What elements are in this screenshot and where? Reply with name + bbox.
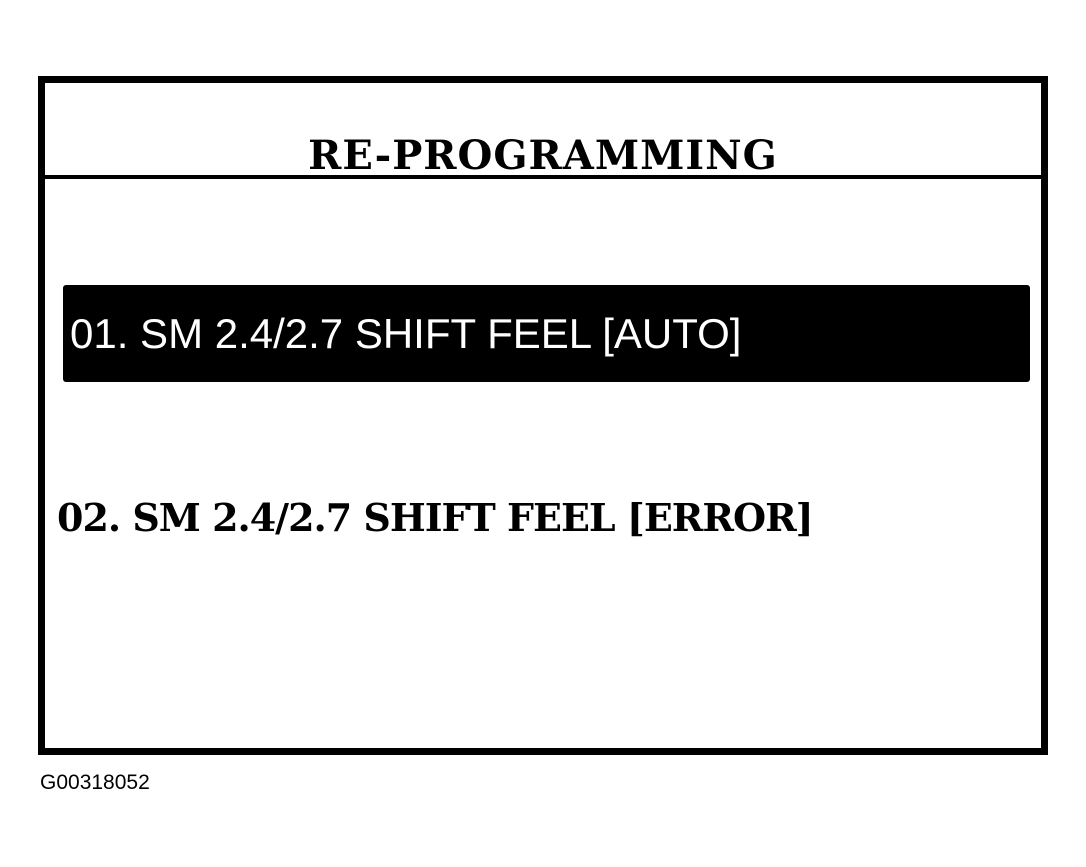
scan-tool-screen: RE-PROGRAMMING 01. SM 2.4/2.7 SHIFT FEEL… (38, 76, 1048, 755)
screen-header: RE-PROGRAMMING (45, 83, 1041, 179)
screen-title: RE-PROGRAMMING (308, 132, 778, 179)
menu-item-shift-feel-error[interactable]: 02. SM 2.4/2.7 SHIFT FEEL [ERROR] (57, 495, 814, 540)
figure-id: G00318052 (40, 771, 150, 794)
menu-item-shift-feel-auto[interactable]: 01. SM 2.4/2.7 SHIFT FEEL [AUTO] (63, 285, 1030, 382)
